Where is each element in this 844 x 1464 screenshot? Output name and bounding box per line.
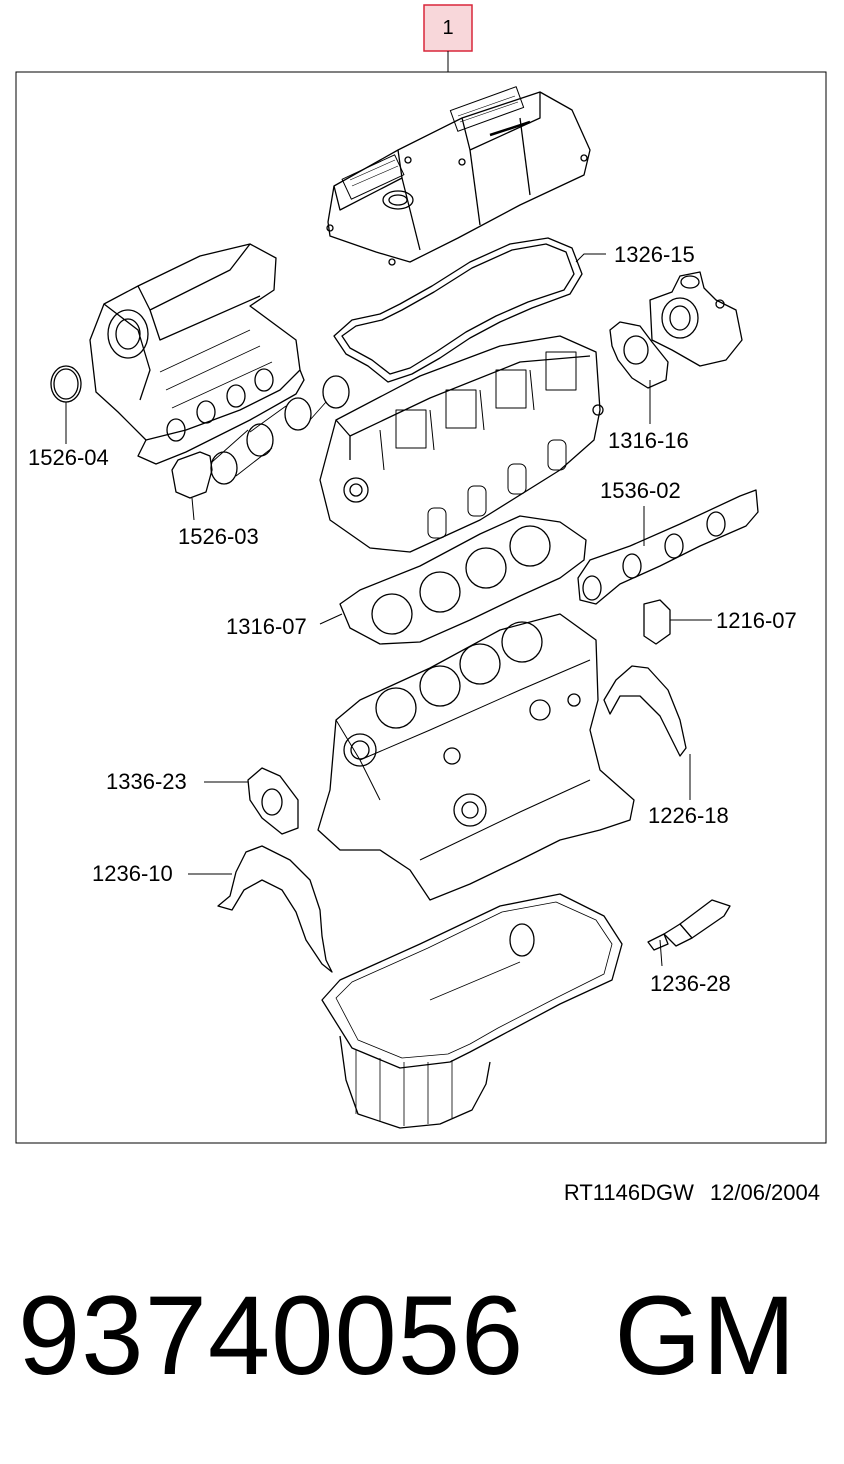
valve-cover [326, 86, 591, 266]
water-outlet-gasket [609, 321, 669, 389]
leader-lines [65, 253, 712, 967]
label-1216-07[interactable]: 1216-07 [716, 608, 797, 633]
drawing-code: RT1146DGW [563, 1180, 694, 1205]
oil-pan [321, 893, 623, 1129]
label-1226-18[interactable]: 1226-18 [648, 803, 729, 828]
rear-timing-gasket [603, 665, 687, 757]
label-1526-04[interactable]: 1526-04 [28, 445, 109, 470]
brand-name: GM [614, 1273, 797, 1398]
diagram-frame [15, 71, 827, 1144]
valve-cover-gasket [333, 237, 583, 383]
cylinder-head-gasket [339, 515, 587, 645]
front-cover-gasket [217, 845, 333, 973]
intake-manifold-gasket [171, 375, 350, 499]
small-cover-gasket [643, 599, 671, 645]
label-1536-02[interactable]: 1536-02 [600, 478, 681, 503]
drawing-date: 12/06/2004 [709, 1180, 820, 1205]
label-1236-10[interactable]: 1236-10 [92, 861, 173, 886]
water-pump-gasket [247, 767, 299, 835]
label-1236-28[interactable]: 1236-28 [650, 971, 731, 996]
o-ring [50, 365, 82, 403]
cylinder-head [319, 335, 604, 553]
part-number: 93740056 [18, 1273, 525, 1398]
label-1316-16[interactable]: 1316-16 [608, 428, 689, 453]
label-1336-23[interactable]: 1336-23 [106, 769, 187, 794]
drawing-reference: RT1146DGW 12/06/2004 [564, 1180, 820, 1206]
label-1326-15[interactable]: 1326-15 [614, 242, 695, 267]
exhaust-manifold-gasket [577, 489, 759, 605]
label-1316-07[interactable]: 1316-07 [226, 614, 307, 639]
item-number: 1 [442, 17, 453, 39]
item-callout[interactable]: 1 [423, 4, 473, 52]
sealant-tube [647, 899, 731, 951]
intake-manifold [89, 243, 305, 465]
label-1526-03[interactable]: 1526-03 [178, 524, 259, 549]
water-outlet-housing [649, 271, 743, 367]
engine-block [317, 613, 635, 901]
